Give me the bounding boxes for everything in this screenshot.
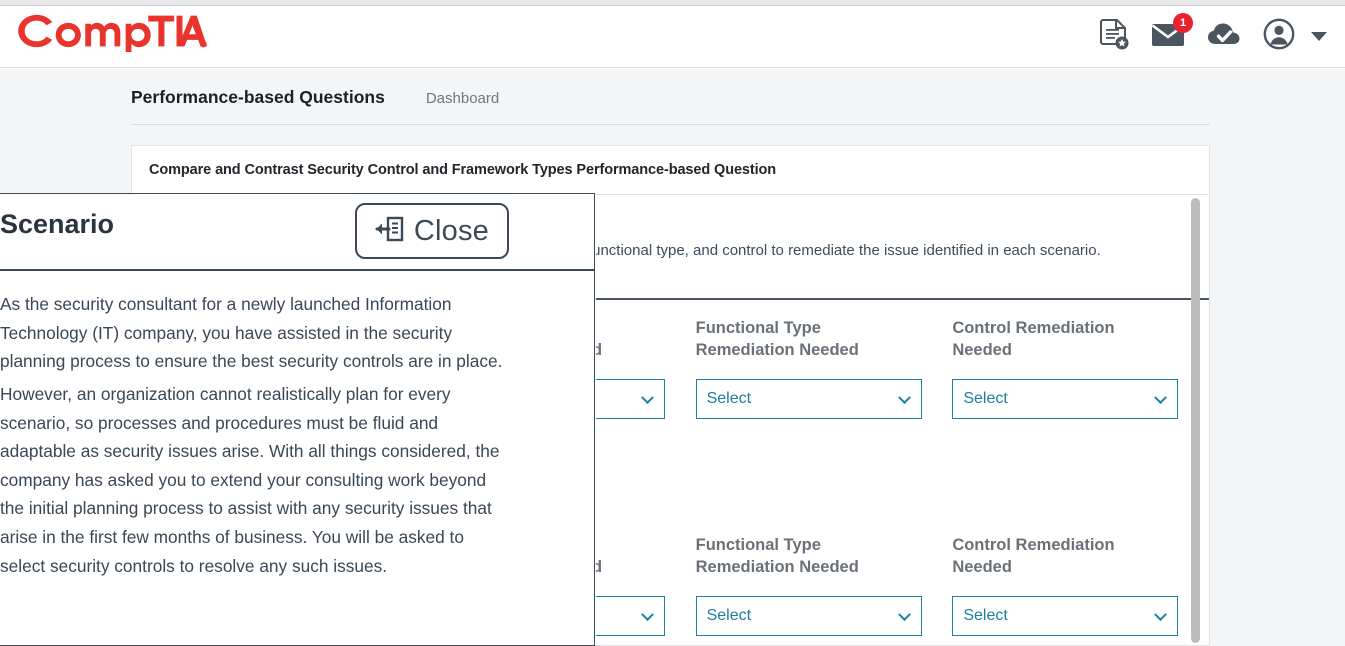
tab-dashboard[interactable]: Dashboard xyxy=(425,90,500,107)
select-functional-type-2[interactable]: Select xyxy=(695,595,922,636)
field-label: Control Remediation Needed xyxy=(952,536,1115,576)
document-star-icon[interactable] xyxy=(1099,18,1129,55)
page-title: Compare and Contrast Security Control an… xyxy=(149,162,777,178)
chevron-down-icon xyxy=(641,608,654,621)
scenario-paragraph-2: However, an organization cannot realisti… xyxy=(0,383,500,576)
field-functional-type: Functional Type Remediation Needed Selec… xyxy=(695,535,953,645)
comptia-logo[interactable] xyxy=(12,10,208,52)
close-button[interactable]: Close xyxy=(354,203,509,259)
scenario-paragraph-1: As the security consultant for a newly l… xyxy=(0,294,503,372)
chevron-down-icon xyxy=(897,391,911,404)
select-value: Select xyxy=(963,606,1008,624)
header-icon-group: 1 xyxy=(1099,13,1327,55)
select-value: Select xyxy=(706,389,752,407)
chevron-down-icon xyxy=(897,608,911,621)
browser-chrome-strip xyxy=(0,0,1345,6)
field-label: Functional Type Remediation Needed xyxy=(695,536,859,576)
comptia-logo-mark xyxy=(18,14,208,52)
tab-performance-based-questions[interactable]: Performance-based Questions xyxy=(131,87,385,107)
cloud-check-icon[interactable] xyxy=(1207,21,1241,52)
page-content: Performance-based Questions Dashboard Co… xyxy=(0,69,1345,646)
user-avatar-icon[interactable] xyxy=(1263,18,1295,55)
field-functional-type: Functional Type Remediation Needed Selec… xyxy=(695,318,953,517)
chevron-down-icon xyxy=(1154,608,1168,621)
scenario-modal-header: Scenario Close xyxy=(0,194,594,271)
field-control-remediation: Control Remediation Needed Select xyxy=(952,318,1209,517)
select-value: Select xyxy=(963,389,1008,407)
select-value: Select xyxy=(706,606,752,624)
envelope-badge-count: 1 xyxy=(1173,13,1193,33)
field-label: Control Remediation Needed xyxy=(952,319,1115,359)
vertical-scrollbar[interactable] xyxy=(1191,198,1200,644)
scenario-modal-title: Scenario xyxy=(0,209,115,239)
select-control-remediation-1[interactable]: Select xyxy=(952,378,1179,419)
chevron-down-icon xyxy=(641,391,654,404)
pbq-card-header: Compare and Contrast Security Control an… xyxy=(132,146,1209,195)
app-header: 1 xyxy=(0,6,1345,68)
chevron-down-icon[interactable] xyxy=(1311,32,1327,41)
select-control-remediation-2[interactable]: Select xyxy=(952,595,1179,636)
scenario-modal: Scenario Close As the security consultan… xyxy=(0,193,595,646)
field-label: Functional Type Remediation Needed xyxy=(695,319,859,359)
field-control-remediation: Control Remediation Needed Select xyxy=(952,535,1209,645)
exit-arrow-icon xyxy=(375,215,405,248)
vertical-scrollbar-thumb[interactable] xyxy=(1191,198,1200,643)
chevron-down-icon xyxy=(1154,391,1168,404)
tab-bar: Performance-based Questions Dashboard xyxy=(131,78,1210,125)
select-functional-type-1[interactable]: Select xyxy=(695,378,922,419)
close-button-label: Close xyxy=(413,214,489,247)
scenario-modal-body: As the security consultant for a newly l… xyxy=(0,271,594,580)
envelope-icon[interactable]: 1 xyxy=(1151,13,1193,52)
